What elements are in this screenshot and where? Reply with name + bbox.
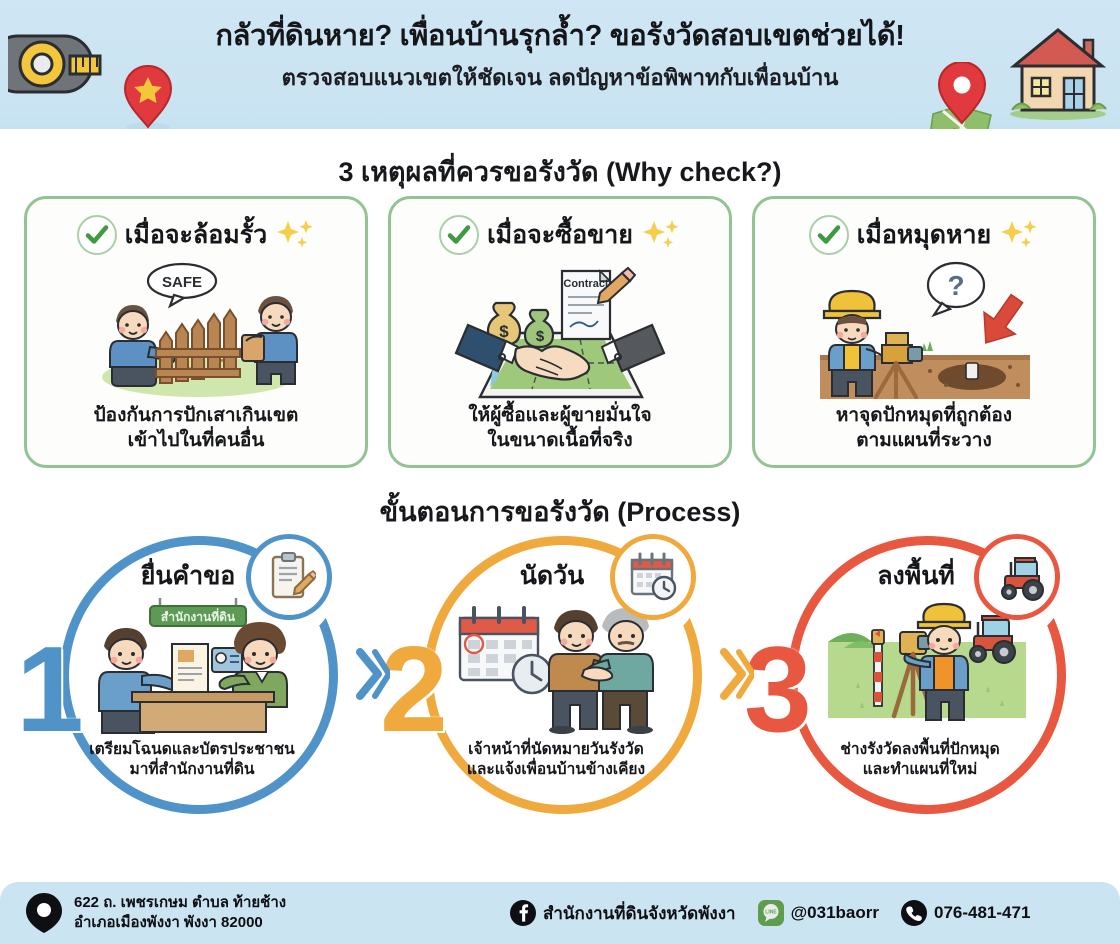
step-title: นัดวัน [519,562,585,590]
step-title: ยื่นคำขอ [140,562,236,590]
card-title: เมื่อหมุดหาย [856,221,992,249]
step-caption: เตรียมโฉนดและบัตรประชาชน มาที่สำนักงานที… [38,740,346,780]
facebook-page-name: สำนักงานที่ดินจังหวัดพังงา [543,903,736,923]
phone-number: 076-481-471 [933,903,1031,922]
header-banner: กลัวที่ดินหาย? เพื่อนบ้านรุกล้ำ? ขอรังวั… [0,0,1120,129]
check-circle-icon [439,215,480,255]
caption-line-2: มาที่สำนักงานที่ดิน [129,761,255,779]
facebook-icon [510,900,536,926]
why-card-sale: เมื่อจะซื้อขาย [388,196,732,468]
sparkles-icon [642,220,679,248]
badge-tractor-icon [974,534,1060,620]
process-step-1: 1 ยื่นคำขอ สำนักงานที่ดิน [8,528,368,828]
map-pin-icon [26,893,62,933]
caption-line-1: หาจุดปักหมุดที่ถูกต้อง [835,405,1013,427]
step-number: 1 [16,621,84,757]
svg-text:Contract: Contract [563,278,609,290]
page-title: กลัวที่ดินหาย? เพื่อนบ้านรุกล้ำ? ขอรังวั… [215,20,905,52]
chevron-right-icon [356,648,390,700]
check-circle-icon [808,215,849,255]
card-header: เมื่อจะล้อมรั้ว [27,215,365,255]
svg-text:$: $ [536,328,545,345]
caption-line-2: ในขนาดเนื้อที่จริง [487,429,633,451]
caption-line-1: ช่างรังวัดลงพื้นที่ปักหมุด [840,741,1000,758]
why-card-missing-marker: เมื่อหมุดหาย ? [752,196,1096,468]
card-header: เมื่อหมุดหาย [755,215,1093,255]
chevron-right-icon [720,648,754,700]
field-survey-illustration [828,602,1026,721]
card-caption: ป้องกันการปักเสาเกินเขต เข้าไปในที่คนอื่… [37,404,355,453]
missing-marker-illustration: ? [820,261,1030,399]
sparkles-icon [1001,220,1037,248]
process-section-title: ขั้นตอนการขอรังวัด (Process) [379,497,741,527]
caption-line-2: และทำแผนที่ใหม่ [862,761,978,779]
handshake-map-illustration: $ $ Contract [454,266,666,399]
card-caption: หาจุดปักหมุดที่ถูกต้อง ตามแผนที่ระวาง [765,404,1083,453]
caption-line-1: ป้องกันการปักเสาเกินเขต [93,405,299,427]
appointment-illustration [458,606,654,734]
address-line-1: 622 ถ. เพชรเกษม ตำบล ท้ายช้าง [74,893,287,911]
check-circle-icon [76,215,117,255]
svg-text:?: ? [947,270,964,301]
step-number: 2 [380,621,448,757]
phone-icon [900,900,927,926]
card-title: เมื่อจะซื้อขาย [487,221,633,249]
map-pin-icon [930,62,992,129]
submit-application-illustration: สำนักงานที่ดิน [98,598,288,734]
caption-line-1: เจ้าหน้าที่นัดหมายวันรังวัด [468,741,644,758]
line-icon: LINE [757,900,784,926]
page-subtitle: ตรวจสอบแนวเขตให้ชัดเจน ลดปัญหาข้อพิพาทกั… [281,65,839,91]
caption-line-1: ให้ผู้ซื้อและผู้ขายมั่นใจ [468,405,652,427]
caption-line-1: เตรียมโฉนดและบัตรประชาชน [89,741,295,758]
measuring-tape-icon [8,34,102,94]
card-header: เมื่อจะซื้อขาย [391,215,729,255]
svg-text:LINE: LINE [765,910,777,916]
contact-line[interactable]: LINE @031baorr [757,900,879,926]
why-cards-row: เมื่อจะล้อมรั้ว SAFE [0,196,1120,470]
house-icon [1009,28,1107,120]
map-pin-star-icon [123,64,173,129]
step-caption: ช่างรังวัดลงพื้นที่ปักหมุด และทำแผนที่ให… [766,740,1074,780]
card-title: เมื่อจะล้อมรั้ว [124,221,268,249]
process-step-3: 3 ลงพื้นที่ [736,528,1096,828]
why-card-fence: เมื่อจะล้อมรั้ว SAFE [24,196,368,468]
address-line-2: อำเภอเมืองพังงา พังงา 82000 [74,914,263,931]
header-text-block: กลัวที่ดินหาย? เพื่อนบ้านรุกล้ำ? ขอรังวั… [150,20,970,92]
sparkles-icon [277,220,313,248]
process-steps-row: 1 ยื่นคำขอ สำนักงานที่ดิน [0,528,1120,828]
fence-illustration: SAFE [102,262,298,397]
address-text: 622 ถ. เพชรเกษม ตำบล ท้ายช้าง อำเภอเมือง… [74,893,286,934]
step-title: ลงพื้นที่ [877,562,955,590]
footer-bar: 622 ถ. เพชรเกษม ตำบล ท้ายช้าง อำเภอเมือง… [0,882,1120,944]
card-caption: ให้ผู้ซื้อและผู้ขายมั่นใจ ในขนาดเนื้อที่… [401,404,719,453]
caption-line-2: และแจ้งเพื่อนบ้านข้างเคียง [466,761,646,779]
contact-phone[interactable]: 076-481-471 [900,900,1031,926]
line-id: @031baorr [790,903,879,922]
step-caption: เจ้าหน้าที่นัดหมายวันรังวัด และแจ้งเพื่อ… [402,740,710,780]
address-block: 622 ถ. เพชรเกษม ตำบล ท้ายช้าง อำเภอเมือง… [24,891,286,935]
svg-text:SAFE: SAFE [162,274,202,291]
why-section-title: 3 เหตุผลที่ควรขอรังวัด (Why check?) [338,157,782,187]
caption-line-2: ตามแผนที่ระวาง [856,429,992,451]
process-step-2: 2 นัดวัน [372,528,732,828]
badge-calendar-clock-icon [610,534,696,620]
svg-text:สำนักงานที่ดิน: สำนักงานที่ดิน [161,608,236,624]
step-number: 3 [744,621,812,757]
contact-facebook[interactable]: สำนักงานที่ดินจังหวัดพังงา [510,900,736,927]
badge-clipboard-pencil-icon [246,534,332,620]
svg-text:$: $ [499,322,509,341]
caption-line-2: เข้าไปในที่คนอื่น [127,429,265,451]
contacts-block: สำนักงานที่ดินจังหวัดพังงา LINE @031baor… [510,882,1030,944]
